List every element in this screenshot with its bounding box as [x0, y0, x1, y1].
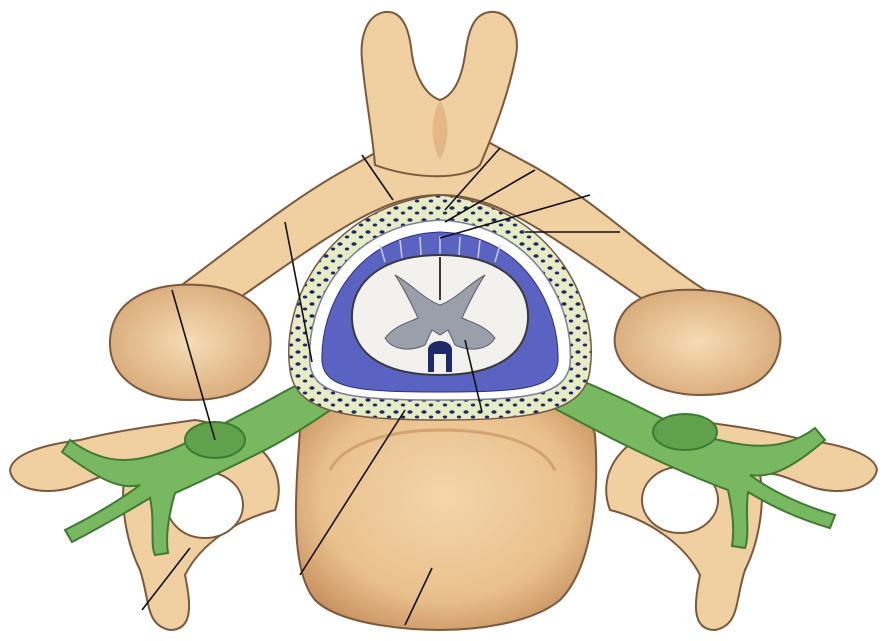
right-dorsal-root-ganglion	[653, 414, 717, 450]
left-articular-facet	[110, 285, 271, 400]
right-articular-facet	[615, 290, 781, 395]
